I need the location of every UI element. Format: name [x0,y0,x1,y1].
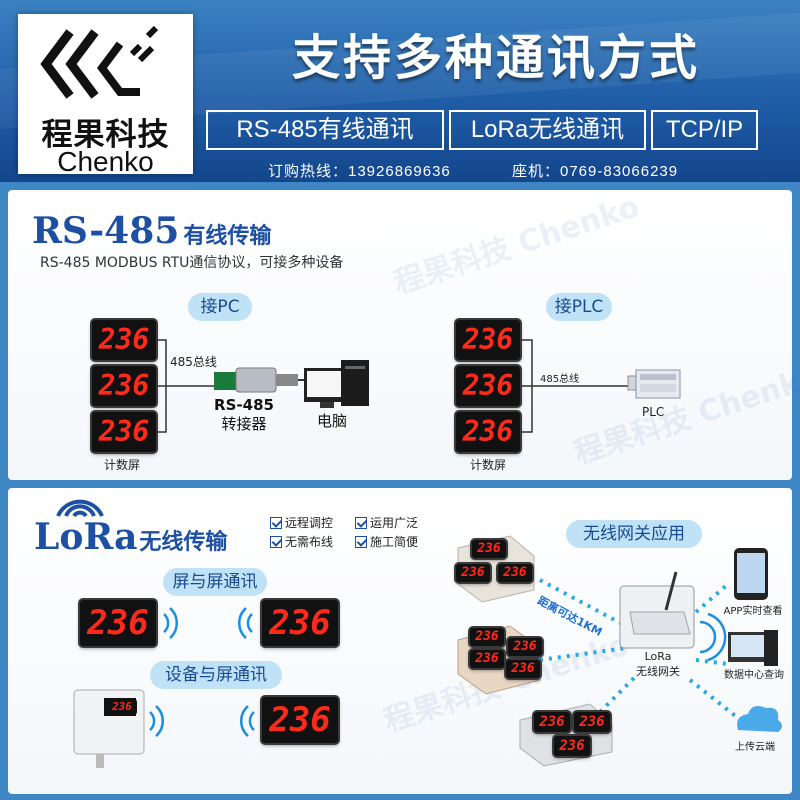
screen-label: 计数屏 [470,458,507,472]
page-title: 支持多种通讯方式 [291,30,700,86]
counter-display: 236 [456,320,520,360]
brand-name-cn: 程果科技 [41,117,170,153]
converter-label: RS-485 [214,396,274,414]
rs485-subtitle: RS-485 MODBUS RTU通信协议，可接多种设备 [40,255,344,271]
hotline-text: 订购热线：13926869636 [268,163,451,180]
lora-heading: LoRa无线传输 [34,516,228,558]
datacenter-label: 数据中心查询 [724,670,784,681]
header-banner: 程果科技 Chenko 支持多种通讯方式 RS-485有线通讯 LoRa无线通讯… [0,0,800,182]
counter-display: 236 [92,320,156,360]
checkbox-icon [270,517,282,529]
bus-label: 485总线 [540,374,580,385]
lora-display: 236 [262,600,338,646]
counter-display: 236 [92,366,156,406]
building-display: 236 [508,638,542,656]
building-display: 236 [470,628,504,646]
gateway-name: LoRa [644,650,672,663]
plc-connection-label: 接PLC [546,293,612,321]
building-display: 236 [554,736,590,756]
building-display: 236 [574,712,610,732]
lora-display: 236 [80,600,156,646]
bus-label: 485总线 [170,355,217,369]
screen-label: 计数屏 [104,458,141,472]
landline-text: 座机：0769-83066239 [512,163,679,180]
building-display: 236 [470,650,504,668]
plc-name: PLC [642,405,665,419]
building-display: 236 [506,660,540,678]
converter-label: 转接器 [221,415,267,433]
checkbox-icon [355,517,367,529]
building-display: 236 [456,564,490,582]
company-logo: 程果科技 Chenko [18,14,193,177]
brand-name-en: Chenko [57,146,154,177]
pc-connection-label: 接PC [188,293,252,321]
pc-name: 电脑 [316,412,347,430]
checkbox-icon [355,536,367,548]
tag-lora: LoRa无线通讯 [449,110,646,150]
feature-item: 施工简便 [355,533,418,550]
device-display: 236 [107,699,137,715]
lora-display: 236 [262,697,338,743]
gateway-name: 无线网关 [636,665,680,678]
feature-item: 远程调控 [270,514,333,531]
counter-display: 236 [456,412,520,452]
wifi-signal-icon [56,499,104,518]
feature-item: 无需布线 [270,533,333,550]
building-display: 236 [534,712,570,732]
screen-to-screen-label: 屏与屏通讯 [163,568,267,596]
cloud-label: 上传云端 [735,742,775,753]
chenko-logo-icon [40,25,159,99]
gateway-app-label: 无线网关应用 [566,520,702,548]
building-display: 236 [472,540,506,558]
tag-rs485: RS-485有线通讯 [206,110,444,150]
counter-display: 236 [92,412,156,452]
device-to-screen-label: 设备与屏通讯 [150,661,282,689]
feature-item: 运用广泛 [355,514,418,531]
building-display: 236 [498,564,532,582]
checkbox-icon [270,536,282,548]
app-label: APP实时查看 [723,606,783,617]
tag-tcpip: TCP/IP [651,110,758,150]
counter-display: 236 [456,366,520,406]
